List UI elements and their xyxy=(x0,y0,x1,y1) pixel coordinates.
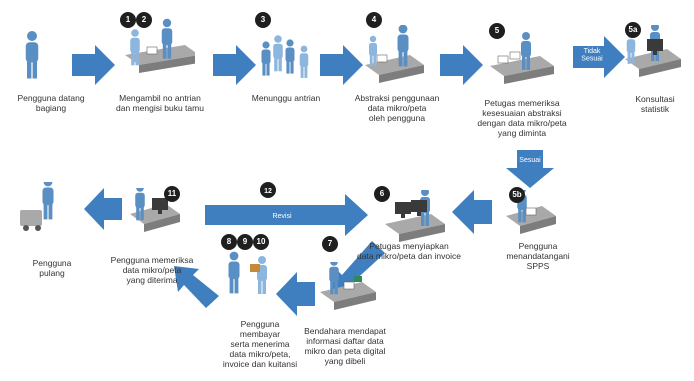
step-3-illustration xyxy=(261,35,309,78)
step-11-illustration xyxy=(130,188,180,232)
arrow-5-5b xyxy=(506,150,554,188)
arrow-revisi xyxy=(205,194,368,236)
step-9-label: Bendahara mendapat informasi daftar data… xyxy=(304,326,386,366)
step-2-badge: 1 xyxy=(120,12,136,28)
step-9-illustration xyxy=(320,262,376,310)
arrow-7-10 xyxy=(276,272,315,316)
step-5-illustration xyxy=(490,32,554,84)
step-10-illustration xyxy=(228,251,267,294)
step-8-badge: 6 xyxy=(374,186,390,202)
revisi-badge xyxy=(260,182,276,198)
step-4-illustration xyxy=(365,25,424,83)
step-3-label: Menunggu antrian xyxy=(251,93,321,103)
step-1-illustration xyxy=(25,31,39,79)
step-7-label: Pengguna menandatangani SPPS xyxy=(506,241,570,271)
arrow-5-6 xyxy=(573,36,625,78)
arrow-11-12 xyxy=(84,188,122,230)
step-7-badge: 5b xyxy=(509,187,525,203)
step-2-label: Mengambil no antrian dan mengisi buku ta… xyxy=(116,93,204,113)
arrow-3-4 xyxy=(320,45,363,85)
arrow-4-5 xyxy=(440,45,483,85)
arrow-label-revisi: Revisi xyxy=(272,213,292,220)
step-10-badge: 8 xyxy=(221,234,237,250)
step-4-badge: 4 xyxy=(366,12,382,28)
step-12-illustration xyxy=(20,182,54,231)
step-1-label: Pengguna datang bagiang xyxy=(17,93,85,113)
step-2-badge: 2 xyxy=(136,12,152,28)
step-11-badge: 11 xyxy=(164,186,180,202)
revisi-badge-number: 12 xyxy=(264,188,272,195)
arrow-label-sesuai: Sesuai xyxy=(519,157,541,164)
step-9-badge: 7 xyxy=(322,236,338,252)
step-12-label: Pengguna pulang xyxy=(32,258,72,278)
step-3-badge: 3 xyxy=(255,12,271,28)
arrow-6-7 xyxy=(330,241,385,295)
step-6-badge: 5a xyxy=(625,22,641,38)
arrow-1-2 xyxy=(72,45,115,85)
step-11-label: Pengguna memeriksa data mikro/peta yang … xyxy=(110,255,194,285)
step-4-label: Abstraksi penggunaan data mikro/peta ole… xyxy=(354,93,440,123)
arrow-5b-6 xyxy=(452,190,492,234)
arrow-2-3 xyxy=(213,45,256,85)
arrow-10-11 xyxy=(174,266,219,308)
step-8-label: Petugas menyiapkan data mikro/peta dan i… xyxy=(357,241,461,261)
step-5-badge: 5 xyxy=(489,23,505,39)
step-8-illustration xyxy=(385,190,445,242)
step-6-label: Konsultasi statistik xyxy=(635,94,675,114)
step-10-badge: 9 xyxy=(237,234,253,250)
step-10-label: Pengguna membayar serta menerima data mi… xyxy=(222,319,298,369)
step-2-illustration xyxy=(125,18,195,73)
step-5-label: Petugas memeriksa kesesuaian abstraksi d… xyxy=(477,98,567,138)
step-10-badge: 10 xyxy=(253,234,269,250)
